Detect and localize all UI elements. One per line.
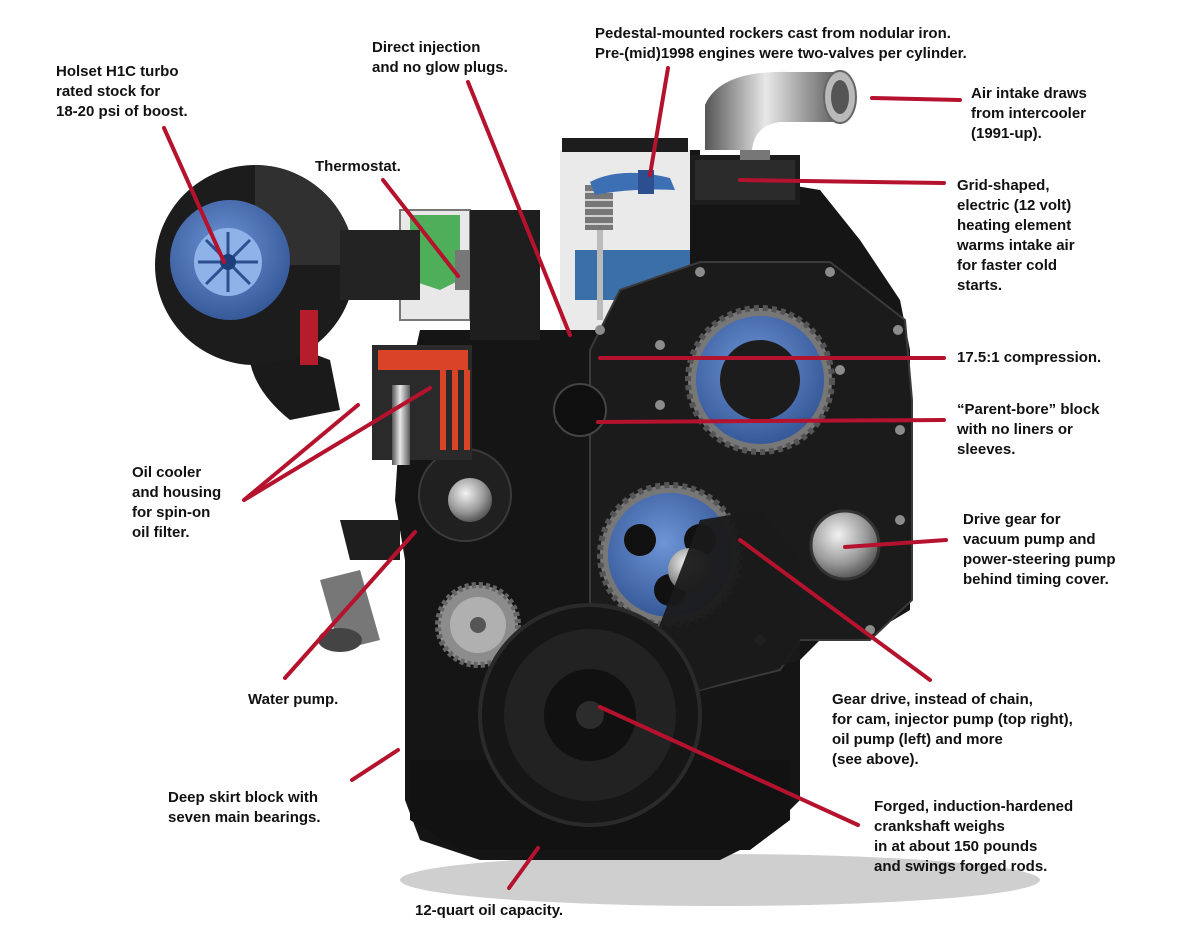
callout-grid-heater-line: Grid-shaped, — [957, 177, 1050, 194]
callout-rockers-line: Pre-(mid)1998 engines were two-valves pe… — [595, 45, 967, 62]
callout-oil-cooler-line: and housing — [132, 484, 222, 501]
callout-oil-cooler-line: Oil cooler — [132, 464, 202, 481]
leader-lines — [162, 66, 962, 890]
callout-crankshaft: Forged, induction-hardened crankshaft we… — [874, 797, 1073, 877]
callout-grid-heater-line: electric (12 volt) — [957, 197, 1072, 214]
callout-gear-drive: Gear drive, instead of chain, for cam, i… — [832, 690, 1073, 770]
callout-parent-bore: “Parent-bore” block with no liners or sl… — [957, 400, 1100, 460]
cam-gear — [685, 305, 835, 455]
callout-crankshaft-line: in at about 150 pounds — [874, 838, 1038, 855]
callout-crankshaft-line: Forged, induction-hardened — [874, 798, 1074, 815]
engine-shadow — [400, 854, 1040, 906]
callout-deep-skirt-line: seven main bearings. — [168, 809, 321, 826]
callout-compression-line: 17.5:1 compression. — [957, 349, 1102, 366]
engine-block — [318, 138, 913, 860]
callout-air-intake-line: Air intake draws — [971, 85, 1087, 102]
callout-gear-drive-line: (see above). — [832, 751, 919, 768]
leader-oil-capacity — [507, 846, 540, 890]
callout-crankshaft-line: crankshaft weighs — [874, 818, 1005, 835]
callout-rockers: Pedestal-mounted rockers cast from nodul… — [595, 24, 967, 64]
callout-grid-heater-line: warms intake air — [957, 237, 1075, 254]
callout-injection: Direct injection and no glow plugs. — [372, 38, 508, 78]
leader-injection — [466, 80, 572, 337]
callout-grid-heater-line: heating element — [957, 217, 1072, 234]
callout-air-intake-line: (1991-up). — [971, 125, 1042, 142]
callout-turbo-line: rated stock for — [56, 83, 161, 100]
callout-grid-heater: Grid-shaped, electric (12 volt) heating … — [957, 176, 1075, 296]
callout-parent-bore-line: sleeves. — [957, 441, 1016, 458]
leader-oil-cooler-a — [242, 403, 360, 502]
callout-injection-line: and no glow plugs. — [372, 59, 508, 76]
callout-drive-gear-line: Drive gear for — [963, 511, 1061, 528]
grid-heater — [690, 150, 800, 205]
callout-gear-drive-line: oil pump (left) and more — [832, 731, 1003, 748]
callout-turbo-line: Holset H1C turbo — [56, 63, 179, 80]
callout-gear-drive-line: for cam, injector pump (top right), — [832, 711, 1073, 728]
leader-air-intake — [870, 96, 962, 102]
callout-deep-skirt: Deep skirt block with seven main bearing… — [168, 788, 321, 828]
callout-grid-heater-line: for faster cold — [957, 257, 1058, 274]
callout-oil-cooler-line: oil filter. — [132, 524, 190, 541]
callout-oil-capacity-line: 12-quart oil capacity. — [415, 902, 564, 919]
leader-gear-drive — [738, 538, 932, 682]
oil-cooler — [372, 345, 472, 465]
callout-gear-drive-line: Gear drive, instead of chain, — [832, 691, 1033, 708]
callout-crankshaft-line: and swings forged rods. — [874, 858, 1048, 875]
callout-parent-bore-line: “Parent-bore” block — [957, 401, 1100, 418]
cylinder-bore — [553, 383, 607, 437]
water-pump — [418, 448, 512, 542]
leader-crankshaft — [598, 705, 860, 827]
callout-rockers-line: Pedestal-mounted rockers cast from nodul… — [595, 25, 951, 42]
valve-cover — [562, 138, 688, 152]
callout-water-pump: Water pump. — [248, 690, 338, 710]
leader-deep-skirt — [350, 748, 400, 782]
callout-oil-cooler: Oil cooler and housing for spin-on oil f… — [132, 463, 221, 543]
leader-grid-heater — [738, 178, 946, 185]
callout-drive-gear-line: vacuum pump and — [963, 531, 1096, 548]
callout-turbo-line: 18-20 psi of boost. — [56, 103, 188, 120]
callout-water-pump-line: Water pump. — [248, 691, 339, 708]
leader-turbo — [162, 126, 226, 264]
callout-parent-bore-line: with no liners or — [957, 421, 1073, 438]
callout-drive-gear-line: behind timing cover. — [963, 571, 1109, 588]
leader-oil-cooler-b — [242, 386, 432, 502]
callout-oil-cooler-line: for spin-on — [132, 504, 211, 521]
callout-thermostat: Thermostat. — [315, 157, 401, 177]
callout-oil-capacity: 12-quart oil capacity. — [415, 901, 563, 921]
leader-water-pump — [283, 530, 417, 680]
crankshaft-damper — [478, 603, 702, 827]
callout-drive-gear-line: power-steering pump — [963, 551, 1116, 568]
callout-air-intake: Air intake draws from intercooler (1991-… — [971, 84, 1087, 144]
leader-rockers — [648, 66, 670, 177]
leader-drive-gear — [843, 538, 948, 549]
callout-drive-gear: Drive gear for vacuum pump and power-ste… — [963, 510, 1116, 590]
callout-thermostat-line: Thermostat. — [315, 158, 401, 175]
idler-gear — [435, 582, 521, 668]
leader-thermostat — [381, 178, 460, 278]
callout-deep-skirt-line: Deep skirt block with — [168, 789, 319, 806]
air-intake-elbow — [705, 70, 857, 150]
callout-compression: 17.5:1 compression. — [957, 348, 1101, 368]
leader-parent-bore — [596, 418, 946, 424]
callout-grid-heater-line: starts. — [957, 277, 1003, 294]
callout-turbo: Holset H1C turbo rated stock for 18-20 p… — [56, 62, 188, 122]
callout-injection-line: Direct injection — [372, 39, 481, 56]
callout-air-intake-line: from intercooler — [971, 105, 1087, 122]
